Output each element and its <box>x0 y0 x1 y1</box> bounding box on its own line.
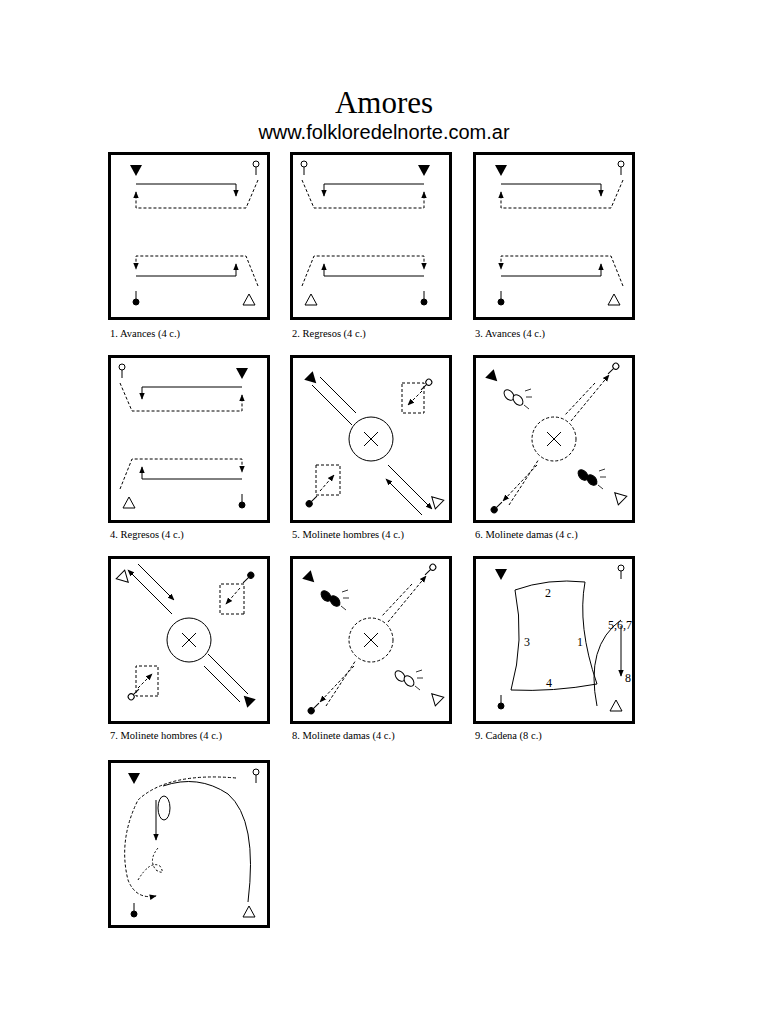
panel-caption: 2. Regresos (4 c.) <box>292 328 366 339</box>
panel-avances-3 <box>475 154 634 319</box>
callout-number: 3 <box>524 635 530 650</box>
panel-molinete-8 <box>292 558 451 723</box>
panel-caption: 4. Regresos (4 c.) <box>110 529 184 540</box>
panel-molinete-7 <box>110 558 269 723</box>
panel-caption: 7. Molinete hombres (4 c.) <box>110 730 222 741</box>
panel-caption: 9. Cadena (8 c.) <box>475 730 542 741</box>
panel-avances-1 <box>110 154 269 319</box>
page-title: Amores <box>335 85 433 121</box>
panel-molinete-6 <box>475 357 634 522</box>
website-url: www.folkloredelnorte.com.ar <box>258 121 509 144</box>
panel-caption: 8. Molinete damas (4 c.) <box>292 730 395 741</box>
panel-caption: 3. Avances (4 c.) <box>475 328 545 339</box>
panel-final-10 <box>110 762 269 927</box>
callout-number: 1 <box>577 635 583 650</box>
callout-number: 4 <box>546 676 552 691</box>
panel-caption: 1. Avances (4 c.) <box>110 328 180 339</box>
panel-regresos-2 <box>292 154 451 319</box>
panel-caption: 6. Molinete damas (4 c.) <box>475 529 578 540</box>
callout-number: 8 <box>625 671 631 686</box>
panel-molinete-5 <box>292 357 451 522</box>
panel-regresos-4 <box>110 357 269 522</box>
callout-number: 5,6,7 <box>608 618 632 633</box>
panel-caption: 5. Molinete hombres (4 c.) <box>292 529 404 540</box>
callout-number: 2 <box>545 586 551 601</box>
panel-cadena-9 <box>475 558 634 723</box>
